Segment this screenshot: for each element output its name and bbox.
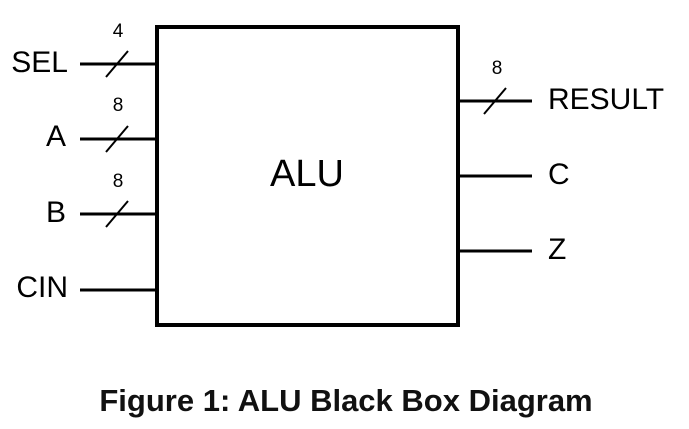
sel-bus-width: 4 bbox=[113, 21, 124, 42]
sel-label: SEL bbox=[11, 46, 68, 79]
figure-caption: Figure 1: ALU Black Box Diagram bbox=[99, 383, 592, 418]
alu-block-label: ALU bbox=[270, 153, 344, 195]
output-port-result: RESULT 8 bbox=[458, 58, 664, 116]
result-bus-width: 8 bbox=[492, 58, 503, 79]
c-label: C bbox=[548, 158, 570, 191]
a-bus-width: 8 bbox=[113, 95, 124, 116]
result-bus-slash bbox=[483, 87, 507, 115]
a-label: A bbox=[46, 120, 66, 153]
output-port-z: Z bbox=[458, 233, 566, 266]
input-port-a: A 8 bbox=[46, 95, 157, 153]
cin-label: CIN bbox=[16, 271, 68, 304]
b-label: B bbox=[46, 196, 66, 229]
result-label: RESULT bbox=[548, 83, 664, 116]
a-bus-slash bbox=[105, 125, 129, 153]
sel-bus-slash bbox=[105, 50, 129, 78]
input-port-sel: SEL 4 bbox=[11, 21, 157, 79]
output-port-c: C bbox=[458, 158, 570, 191]
z-label: Z bbox=[548, 233, 566, 266]
b-bus-width: 8 bbox=[113, 171, 124, 192]
input-port-cin: CIN bbox=[16, 271, 157, 304]
b-bus-slash bbox=[105, 200, 129, 228]
alu-block bbox=[155, 25, 460, 327]
input-port-b: B 8 bbox=[46, 171, 157, 229]
